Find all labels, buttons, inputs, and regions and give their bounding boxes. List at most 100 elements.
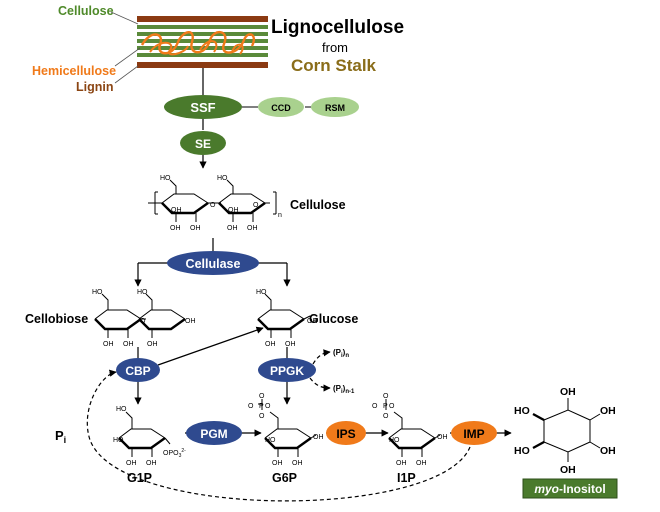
cellulose-stripe: [137, 25, 268, 29]
pi-recycle-arrow: [86, 369, 471, 502]
ccd-label: CCD: [271, 103, 291, 113]
ho-label: HO: [217, 175, 228, 182]
leader-line: [114, 47, 141, 67]
oh-label: OH: [185, 318, 196, 325]
rsm-node: [311, 97, 359, 117]
title-from: from: [322, 40, 348, 55]
oh-label: OH: [272, 460, 283, 467]
label-hemicellulose-component: Hemicellulose: [32, 64, 116, 78]
oh-label: OH: [292, 460, 303, 467]
arrow-cbp-to-glucose: [157, 326, 264, 366]
g6p-structure: O O P O O HO OH OH OH: [248, 393, 324, 467]
opo3-label: OPO32-: [163, 448, 186, 459]
bond: [131, 437, 171, 457]
oh-label: OH: [285, 341, 296, 348]
lignin-stripe-top: [137, 16, 268, 22]
o-label: O: [372, 403, 378, 410]
ssf-label: SSF: [190, 100, 215, 115]
bond: [532, 412, 545, 450]
bond: [401, 434, 441, 457]
bond: [169, 179, 234, 194]
oh-label: OH: [600, 445, 616, 457]
title-lignocellulose: Lignocellulose: [271, 17, 404, 38]
cellulose-structure: HO HO O O OH OH OH OH OH OH n: [148, 175, 282, 232]
myo-inositol-box: [522, 478, 618, 499]
o-label: O: [140, 318, 146, 325]
se-label: SE: [195, 137, 211, 151]
ho-label: HO: [116, 406, 127, 413]
o-label: O: [248, 403, 254, 410]
label-g1p: G1P: [127, 471, 152, 485]
cellulose-stripe: [137, 39, 268, 43]
oh-label: OH: [228, 207, 239, 214]
oh-label: OH: [396, 460, 407, 467]
hemicellulose-curl: [149, 40, 244, 56]
cbp-node: [116, 358, 160, 382]
ho-label: HO: [160, 175, 171, 182]
ccd-node: [258, 97, 304, 117]
oh-label: OH: [265, 341, 276, 348]
oh-label: OH: [247, 225, 258, 232]
bond: [101, 293, 153, 310]
oh-label: OH: [126, 460, 137, 467]
ppgk-label: PPGK: [270, 364, 304, 378]
lignin-stripe-bottom: [137, 62, 268, 68]
o-minus-label: O: [383, 413, 389, 420]
ips-node: [326, 421, 366, 445]
oh-label: OH: [227, 225, 238, 232]
oh-label: OH: [416, 460, 427, 467]
oh-label: OH: [103, 341, 114, 348]
oh-label: OH: [170, 225, 181, 232]
bond: [175, 213, 254, 222]
polyp-n1-label: (Pi)n-1: [333, 384, 355, 395]
o-label: O: [210, 202, 216, 209]
p-label: P: [259, 403, 264, 410]
i1p-structure: O O P O O HO OH OH OH: [372, 393, 448, 467]
fiber-background: [137, 23, 268, 65]
oh-label: OH: [123, 341, 134, 348]
oh-label: OH: [146, 460, 157, 467]
label-cellulose: Cellulose: [290, 198, 346, 212]
cellulose-stripe: [137, 32, 268, 36]
bond: [125, 411, 133, 429]
oh-label: OH: [437, 434, 448, 441]
oh-label: OH: [307, 318, 318, 325]
oh-label: OH: [190, 225, 201, 232]
oh-label: OH: [171, 207, 182, 214]
o-label: O: [389, 403, 395, 410]
oh-label: OH: [313, 434, 324, 441]
rsm-label: RSM: [325, 103, 345, 113]
pgm-node: [186, 421, 242, 445]
g1p-structure: HO HO OH OH OPO32-: [113, 406, 186, 467]
ho-label: HO: [256, 289, 267, 296]
label-cellobiose: Cellobiose: [25, 312, 88, 326]
polyp-out-arrow: [309, 377, 331, 392]
ho-label: HO: [92, 289, 103, 296]
label-lignin-component: Lignin: [76, 80, 114, 94]
imp-node: [451, 421, 497, 445]
oh-label: OH: [147, 341, 158, 348]
bond: [277, 434, 317, 457]
cellobiose-structure: HO HO O OH OH OH OH: [92, 289, 196, 348]
glucose-structure: HO OH OH OH: [256, 289, 318, 348]
bond: [258, 399, 279, 429]
bond: [567, 398, 601, 462]
pi-label: Pi: [55, 428, 66, 445]
oh-label: OH: [600, 405, 616, 417]
leader-line: [110, 11, 139, 25]
ips-label: IPS: [336, 427, 355, 441]
polyp-n-label: (Pi)n: [333, 348, 349, 359]
pgm-label: PGM: [200, 427, 227, 441]
cellulase-label: Cellulase: [186, 257, 241, 271]
bond: [385, 399, 403, 429]
ppgk-node: [258, 358, 316, 382]
cyclohexane-ring: [543, 409, 591, 453]
bond: [270, 329, 292, 338]
o-label: O: [265, 403, 271, 410]
o-minus-label: O: [259, 393, 265, 400]
o-label: O: [253, 202, 259, 209]
label-myo-inositol: myo-Inositol: [534, 482, 605, 496]
cbp-label: CBP: [125, 364, 150, 378]
cellulase-node: [167, 251, 259, 275]
